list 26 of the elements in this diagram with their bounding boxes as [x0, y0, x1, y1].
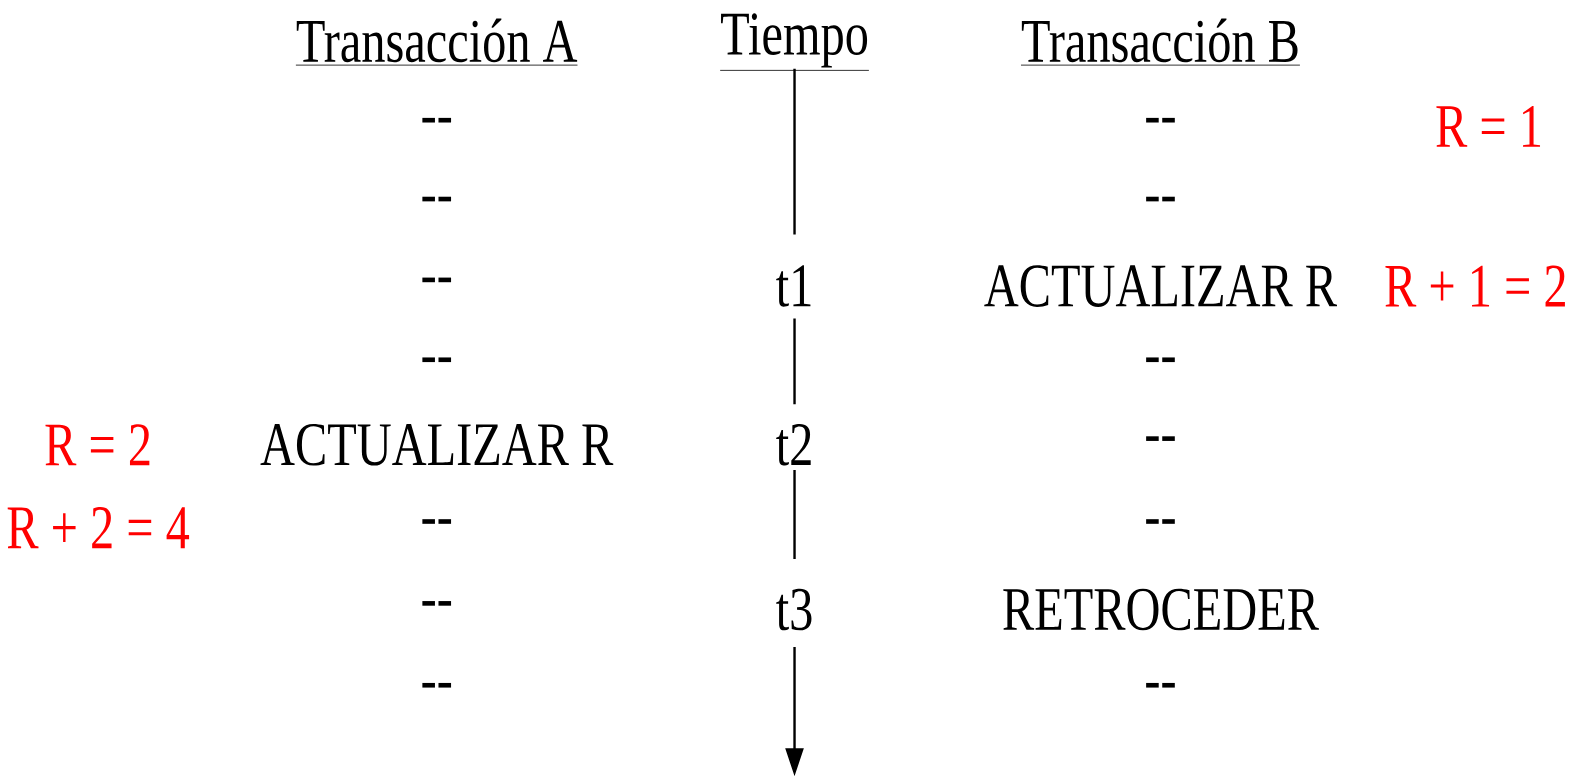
- step-text: --: [422, 277, 452, 283]
- value-note: R + 1 = 2: [1385, 265, 1565, 307]
- step-text: --: [1146, 519, 1175, 524]
- time-mark: t1: [776, 265, 811, 307]
- step-text: ACTUALIZAR R: [984, 265, 1337, 307]
- step-text: --: [1146, 117, 1175, 123]
- value-note: R + 2 = 4: [7, 507, 190, 549]
- column-heading: Tiempo: [719, 13, 870, 71]
- value-note: R = 1: [1436, 105, 1540, 147]
- column-heading: Transacción B: [1020, 18, 1301, 66]
- step-text: --: [422, 601, 452, 606]
- step-text: --: [1146, 436, 1175, 441]
- time-mark: t2: [776, 423, 811, 466]
- step-text: --: [1146, 682, 1175, 688]
- step-text: --: [422, 357, 452, 363]
- value-note: R = 2: [45, 424, 150, 466]
- step-text: ACTUALIZAR R: [260, 423, 614, 466]
- step-text: --: [422, 682, 452, 688]
- step-text: --: [1146, 196, 1175, 202]
- step-text: --: [1146, 357, 1175, 363]
- step-text: RETROCEDER: [1003, 588, 1319, 631]
- step-text: --: [422, 117, 452, 123]
- step-text: --: [422, 196, 452, 202]
- time-mark: t3: [776, 588, 812, 631]
- column-heading: Transacción A: [295, 18, 578, 66]
- step-text: --: [422, 519, 452, 524]
